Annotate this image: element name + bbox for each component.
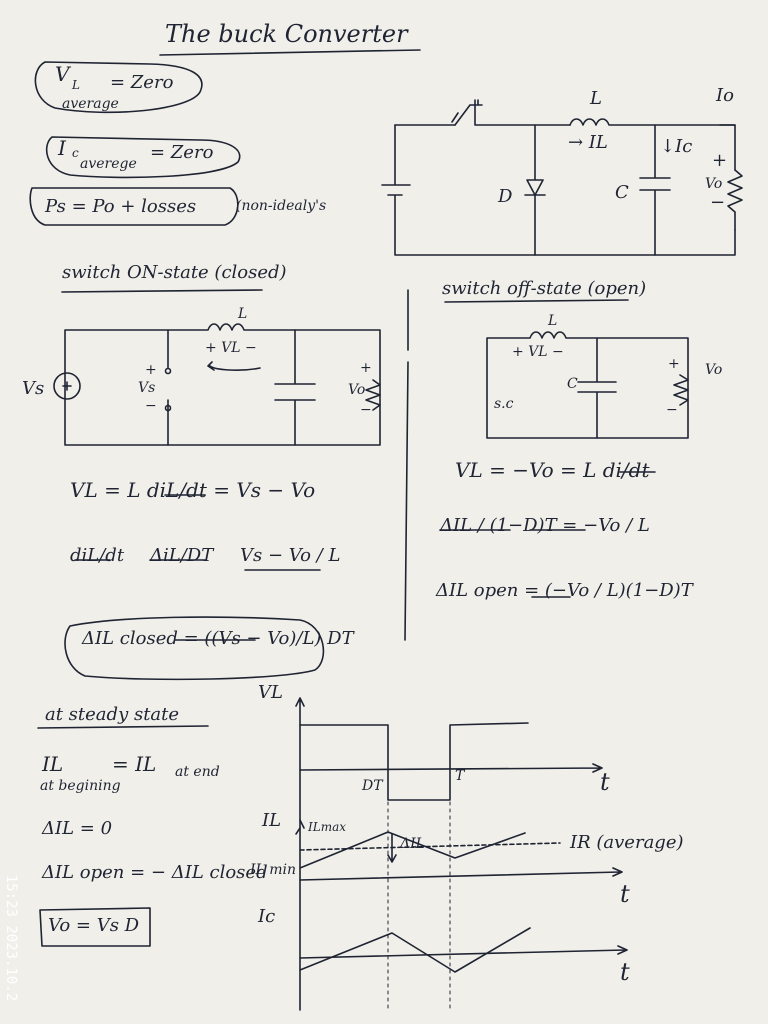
ps-box xyxy=(29,187,239,226)
off-state-underline xyxy=(444,299,629,303)
closed-box xyxy=(64,616,325,681)
ic-graph xyxy=(299,927,628,973)
il-graph xyxy=(295,819,623,881)
title-underline xyxy=(159,49,421,56)
vl-average-box xyxy=(34,61,203,114)
ic-average-box xyxy=(45,136,241,179)
on-state-underline xyxy=(61,289,263,293)
on-state-circuit xyxy=(53,323,381,446)
top-circuit xyxy=(381,99,743,256)
steady-underline xyxy=(37,725,209,729)
divider xyxy=(404,289,409,641)
off-state-circuit xyxy=(486,331,689,439)
vo-box xyxy=(39,907,151,947)
